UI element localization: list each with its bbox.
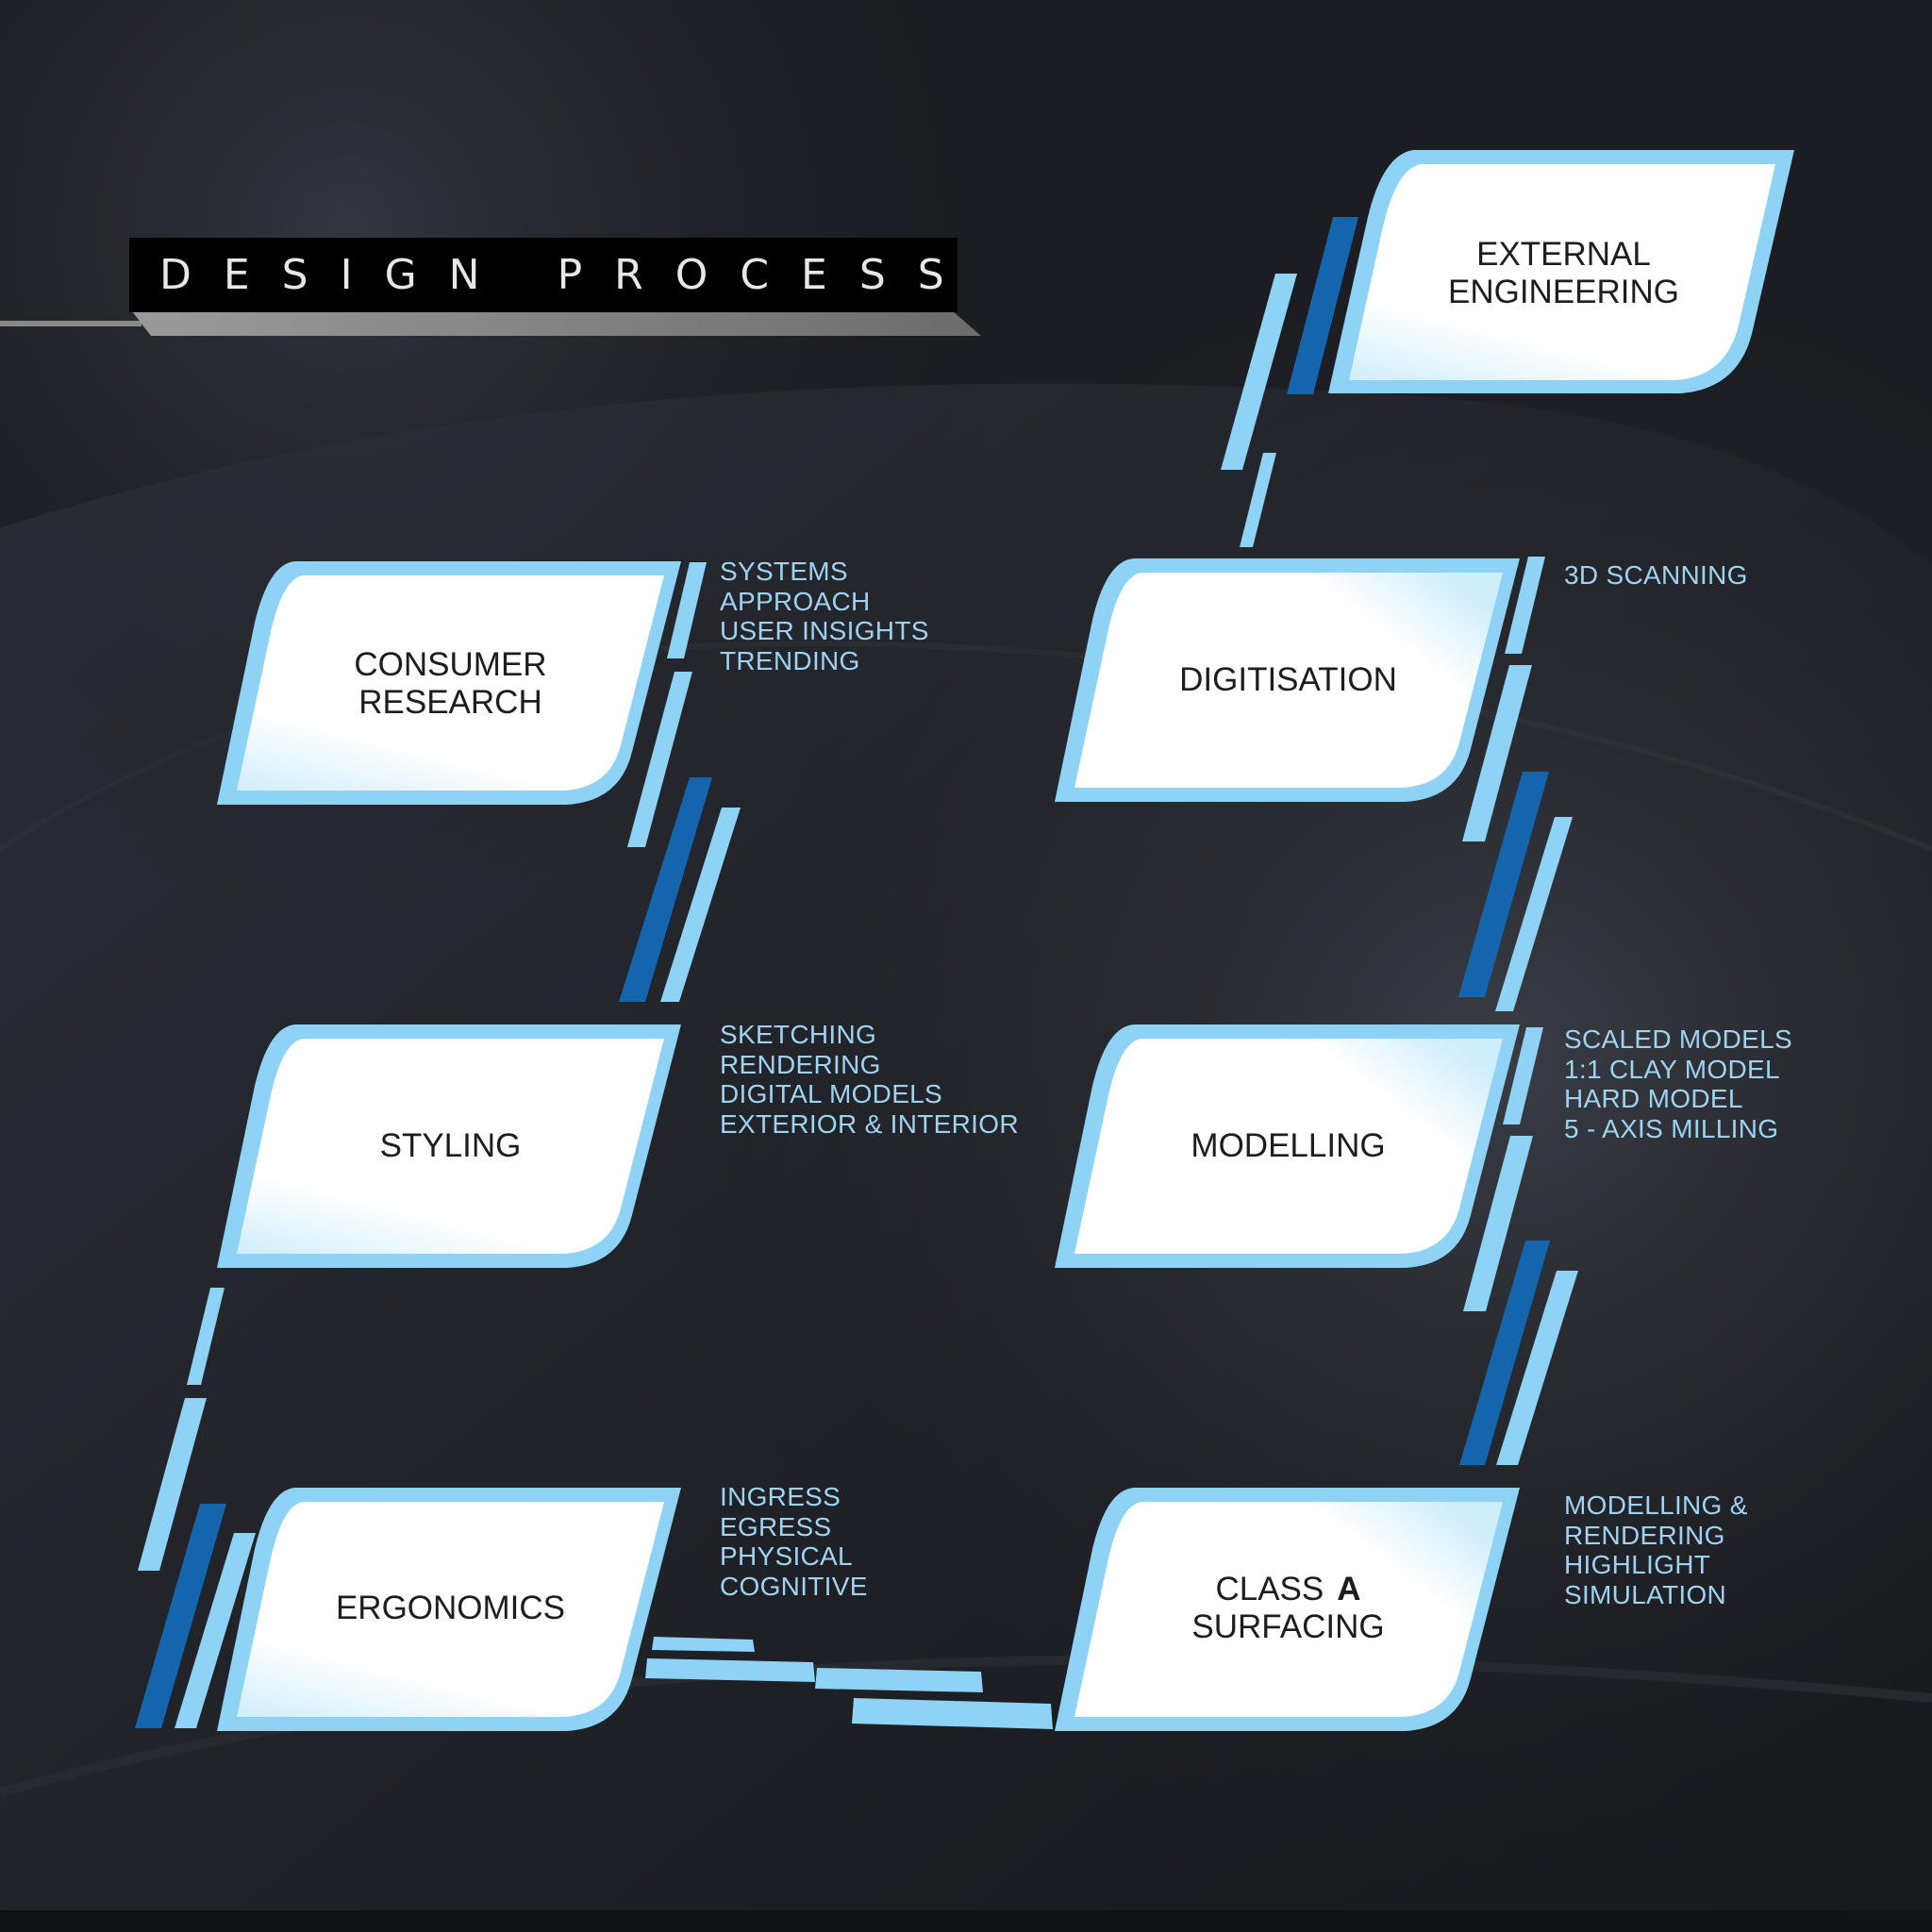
notes-class-a-surfacing: MODELLING & RENDERING HIGHLIGHT SIMULATI… (1564, 1491, 1748, 1609)
label-class-a-emphasis: A (1337, 1571, 1361, 1607)
note-item: HIGHLIGHT (1564, 1550, 1711, 1579)
note-item: DIGITAL MODELS (720, 1079, 943, 1108)
notes-styling: SKETCHING RENDERING DIGITAL MODELS EXTER… (720, 1020, 1019, 1139)
box-class-a-surfacing (1055, 1488, 1520, 1731)
connector-ergonomics-to-class-a (645, 1637, 1053, 1729)
label-modelling: MODELLING (1191, 1127, 1386, 1164)
label-external-engineering: EXTERNAL ENGINEERING (1447, 236, 1680, 310)
label-consumer-research: CONSUMER RESEARCH (354, 646, 547, 721)
box-external-engineering (1328, 150, 1794, 393)
note-item: HARD MODEL (1564, 1084, 1743, 1113)
note-item: COGNITIVE (720, 1571, 868, 1601)
note-item: TRENDING (720, 645, 860, 675)
note-item: 3D SCANNING (1564, 560, 1748, 590)
note-item: SYSTEMS (720, 557, 848, 586)
note-item: RENDERING (720, 1049, 881, 1079)
note-item: PHYSICAL (720, 1541, 853, 1571)
notes-modelling: SCALED MODELS 1:1 CLAY MODEL HARD MODEL … (1564, 1024, 1792, 1143)
label-ergonomics: ERGONOMICS (335, 1590, 566, 1626)
connector-modelling-to-digitisation (1458, 557, 1573, 1011)
notes-digitisation: 3D SCANNING (1564, 560, 1748, 591)
label-class-a-surfacing: CLASS A SURFACING (1121, 1538, 1456, 1679)
note-item: 5 - AXIS MILLING (1564, 1113, 1779, 1143)
box-digitisation (1055, 558, 1520, 802)
page-title: DESIGN PROCESS (159, 251, 976, 299)
note-item: APPROACH (720, 586, 871, 616)
note-item: MODELLING & (1564, 1491, 1748, 1520)
title-underline (0, 311, 981, 336)
box-modelling (1055, 1024, 1520, 1268)
note-item: EXTERIOR & INTERIOR (720, 1108, 1019, 1139)
connector-digitisation-to-external (1221, 217, 1358, 547)
note-item: USER INSIGHTS (720, 616, 929, 645)
note-item: RENDERING (1564, 1520, 1725, 1550)
note-item: EGRESS (720, 1511, 832, 1541)
notes-ergonomics: INGRESS EGRESS PHYSICAL COGNITIVE (720, 1482, 868, 1601)
label-digitisation: DIGITISATION (1179, 661, 1397, 698)
note-item: SCALED MODELS (1564, 1024, 1792, 1054)
label-class-a-line1: CLASS A (1215, 1571, 1360, 1608)
note-item: INGRESS (720, 1482, 841, 1511)
connector-class-a-to-modelling (1459, 1027, 1578, 1465)
label-styling: STYLING (379, 1127, 522, 1164)
title-bar: DESIGN PROCESS (129, 238, 958, 312)
box-consumer-research (217, 561, 681, 805)
notes-consumer-research: SYSTEMS APPROACH USER INSIGHTS TRENDING (720, 557, 929, 675)
label-class-a-prefix: CLASS (1215, 1571, 1324, 1607)
label-class-a-line2: SURFACING (1191, 1608, 1385, 1645)
note-item: 1:1 CLAY MODEL (1564, 1054, 1780, 1084)
box-ergonomics (217, 1488, 681, 1731)
note-item: SIMULATION (1564, 1579, 1727, 1609)
connector-styling-to-ergonomics (135, 1288, 256, 1728)
note-item: SKETCHING (720, 1020, 877, 1049)
connector-consumer-to-styling (619, 562, 741, 1002)
box-styling (217, 1024, 681, 1268)
